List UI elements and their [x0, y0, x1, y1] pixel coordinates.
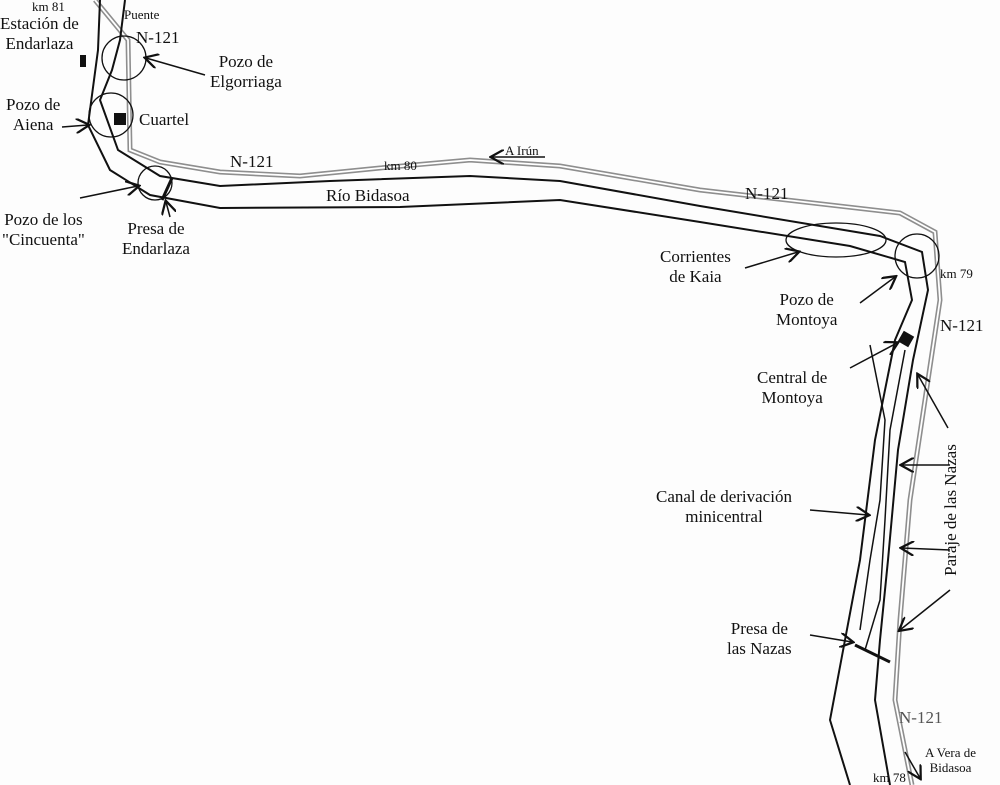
puente-label: Puente: [124, 7, 160, 22]
cuartel-label: Cuartel: [139, 110, 190, 129]
pozo-cincuenta-label: Pozo de los"Cincuenta": [2, 210, 85, 249]
label-arrows: [61, 58, 951, 778]
km81-label: km 81: [32, 0, 65, 14]
a-irun-label: A Irún: [505, 143, 539, 158]
rio-bidasoa-label: Río Bidasoa: [326, 186, 410, 205]
n121-top-label: N-121: [136, 28, 180, 47]
cuartel-building: [114, 113, 126, 125]
central-building: [897, 330, 915, 348]
station-building: [80, 55, 86, 67]
n121-east-label: N-121: [940, 316, 984, 335]
km78-label: km 78: [873, 770, 906, 785]
km80-label: km 80: [384, 158, 417, 173]
paraje-nazas-label: Paraje de las Nazas: [940, 444, 960, 576]
n121-mid-label: N-121: [230, 152, 274, 171]
n121-bottom-label: N-121: [899, 708, 943, 727]
n121-right-label: N-121: [745, 184, 789, 203]
km79-label: km 79: [940, 266, 973, 281]
